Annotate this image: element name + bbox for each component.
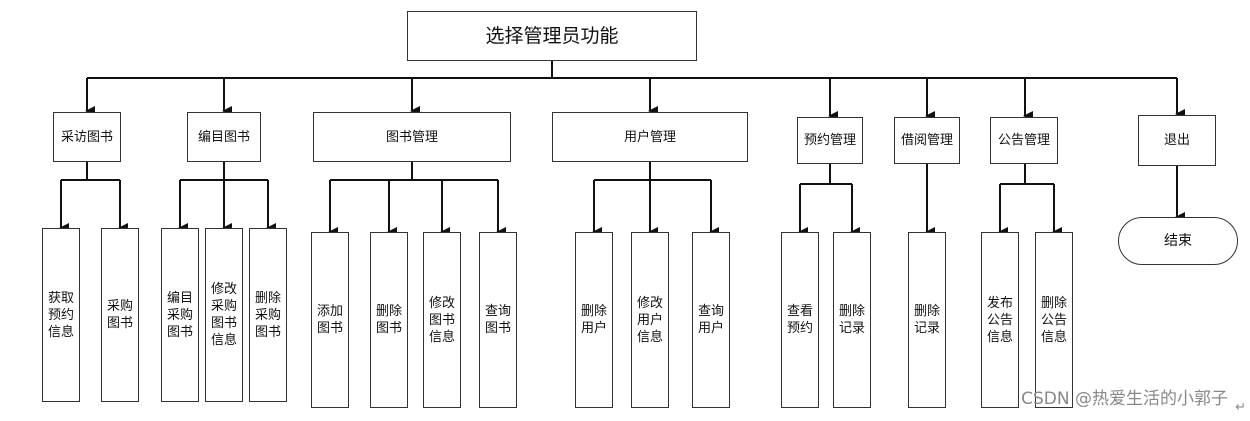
leaf-delete-notice: 删除公告信息 xyxy=(1035,232,1073,408)
leaf-modify-purchased-book-info: 修改采购图书信息 xyxy=(205,228,243,402)
leaf-query-books: 查询图书 xyxy=(479,232,517,408)
leaf-query-users: 查询用户 xyxy=(692,232,730,408)
module-acquire-books: 采访图书 xyxy=(53,112,121,162)
leaf-get-reservation-info: 获取预约信息 xyxy=(42,228,80,402)
leaf-add-books: 添加图书 xyxy=(311,232,349,408)
leaf-delete-users: 删除用户 xyxy=(575,232,613,408)
leaf-modify-user-info: 修改用户信息 xyxy=(631,232,669,408)
leaf-delete-books: 删除图书 xyxy=(370,232,408,408)
leaf-purchase-books: 采购图书 xyxy=(101,228,139,402)
end-terminator: 结束 xyxy=(1118,217,1238,265)
leaf-catalog-purchased-books: 编目采购图书 xyxy=(161,228,199,402)
root-node: 选择管理员功能 xyxy=(407,11,697,61)
module-user-management: 用户管理 xyxy=(552,112,748,162)
leaf-publish-notice: 发布公告信息 xyxy=(981,232,1019,408)
csdn-watermark: CSDN @热爱生活的小郭子 xyxy=(1021,389,1228,409)
module-borrow-management: 借阅管理 xyxy=(894,117,960,164)
corner-arrow-icon: ↵ xyxy=(1235,400,1246,415)
module-exit: 退出 xyxy=(1138,115,1216,166)
leaf-view-reservations: 查看预约 xyxy=(781,232,819,408)
module-notice-management: 公告管理 xyxy=(990,117,1058,164)
leaf-delete-reservation-records: 删除记录 xyxy=(833,232,871,408)
leaf-modify-book-info: 修改图书信息 xyxy=(423,232,461,408)
module-reservation-management: 预约管理 xyxy=(797,117,863,164)
module-book-management: 图书管理 xyxy=(313,112,511,162)
leaf-delete-borrow-records: 删除记录 xyxy=(908,232,946,408)
module-catalog-books: 编目图书 xyxy=(187,112,261,162)
leaf-delete-purchased-books: 删除采购图书 xyxy=(249,228,287,402)
